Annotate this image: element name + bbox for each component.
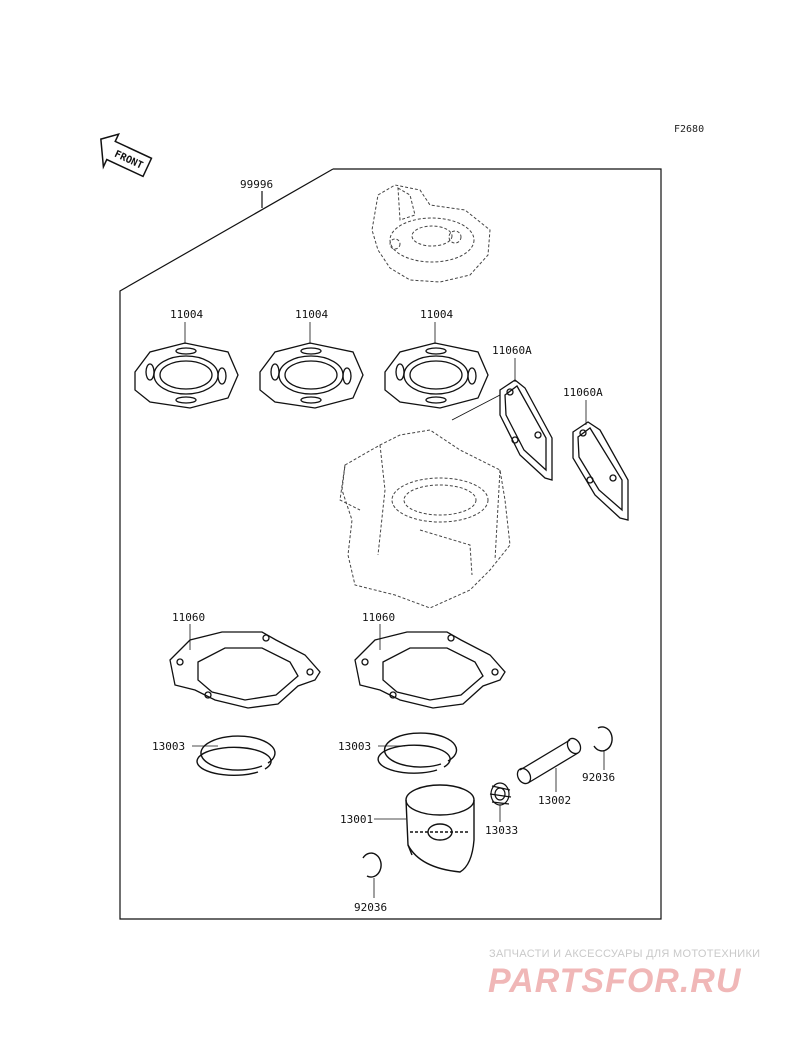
label-clip-1: 92036 [582,771,615,784]
watermark-logo: PARTSFOR.RU [488,962,742,1000]
front-arrow-icon: FRONT [100,132,153,178]
head-gasket-leaders [184,322,436,344]
label-head-gasket-2: 11004 [295,308,328,321]
label-side-gasket-2: 11060A [563,386,603,399]
side-gasket-2 [572,421,629,521]
side-gasket-leaders [514,358,587,425]
watermark-tagline: ЗАПЧАСТИ И АКСЕССУАРЫ ДЛЯ МОТОТЕХНИКИ [489,948,761,960]
piston-ring-1 [196,735,276,777]
figure-code: F2680 [674,124,705,135]
label-ring-1: 13003 [152,740,185,753]
piston-ring-2 [377,732,458,774]
cylinder-block-outline [339,429,511,609]
needle-bearing [489,782,512,806]
label-ring-2: 13003 [338,740,371,753]
base-gasket-1 [169,631,321,709]
piston-pin-clip-1 [593,726,613,752]
piston-pin [516,737,582,785]
side-gasket-1 [499,379,553,481]
label-pin: 13002 [538,794,571,807]
misc-leaders [373,750,605,898]
label-piston: 13001 [340,813,373,826]
leader-side-gasket [451,394,501,421]
kit-bracket [119,168,662,920]
label-clip-2: 92036 [354,901,387,914]
base-gasket-2 [354,631,506,709]
base-gasket-leaders [189,624,381,650]
label-kit: 99996 [240,178,273,191]
cylinder-head-outline [371,184,491,283]
head-gasket-3 [384,342,489,409]
piston-pin-clip-2 [362,852,382,878]
piston [405,784,475,873]
label-head-gasket-1: 11004 [170,308,203,321]
head-gasket-1 [134,342,239,409]
label-bearing: 13033 [485,824,518,837]
label-side-gasket-1: 11060A [492,344,532,357]
head-gasket-2 [259,342,364,409]
label-base-gasket-2: 11060 [362,611,395,624]
label-base-gasket-1: 11060 [172,611,205,624]
label-head-gasket-3: 11004 [420,308,453,321]
